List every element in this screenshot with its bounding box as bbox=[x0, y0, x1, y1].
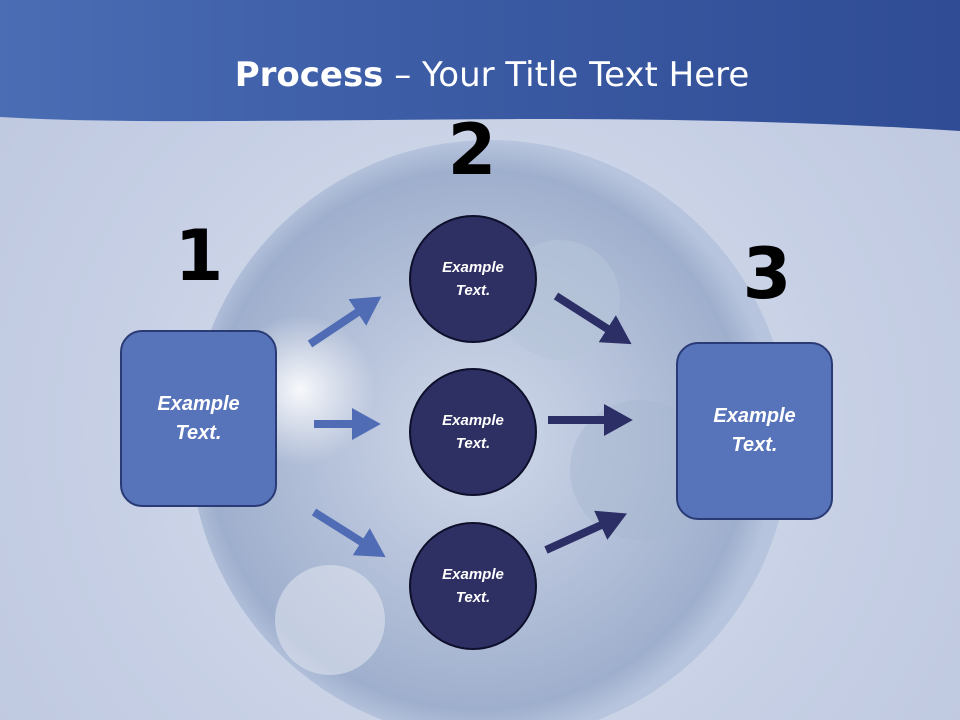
step-3-number: 3 bbox=[742, 233, 792, 315]
step-2-number: 2 bbox=[447, 109, 497, 191]
step-2-text-middle: Example Text. bbox=[442, 412, 504, 452]
step-1-text: Example Text. bbox=[157, 392, 240, 444]
step-2-circle-middle: Example Text. bbox=[409, 368, 537, 496]
slide-title: Process – Your Title Text Here bbox=[234, 55, 750, 95]
step-2-text-bottom: Example Text. bbox=[442, 566, 504, 606]
step-1-box: Example Text. bbox=[120, 330, 277, 507]
header-band bbox=[0, 0, 960, 131]
step-2-circle-bottom: Example Text. bbox=[409, 522, 537, 650]
step-3-text: Example Text. bbox=[713, 405, 796, 456]
step-1-number: 1 bbox=[174, 215, 224, 297]
step-2-text-top: Example Text. bbox=[442, 259, 504, 299]
step-2-circle-top: Example Text. bbox=[409, 215, 537, 343]
step-3-box: Example Text. bbox=[676, 342, 833, 520]
